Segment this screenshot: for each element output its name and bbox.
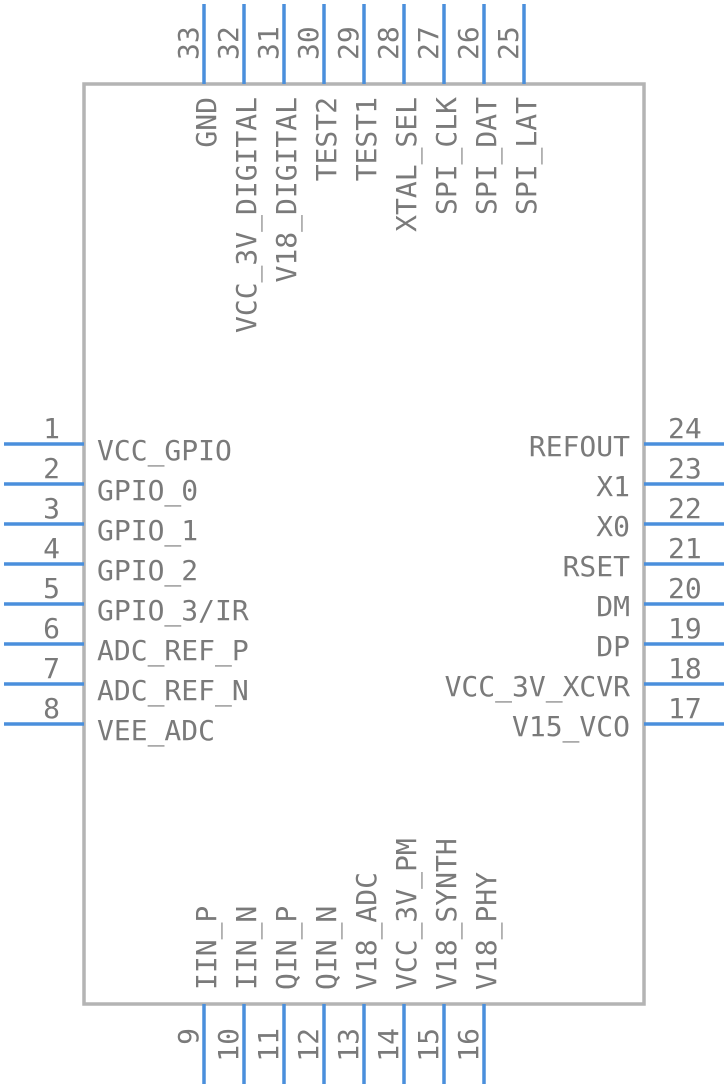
- pin-5-number: 5: [43, 572, 60, 605]
- pin-28-number: 28: [372, 26, 405, 60]
- pin-4-label: GPIO_2: [97, 554, 198, 588]
- pin-31-label: V18_DIGITAL: [270, 97, 304, 282]
- pin-3-number: 3: [43, 492, 60, 525]
- pin-8-number: 8: [43, 692, 60, 725]
- pin-25-number: 25: [492, 26, 525, 60]
- pin-16-label: V18_PHY: [470, 872, 504, 990]
- pin-31-number: 31: [252, 26, 285, 60]
- pin-18-number: 18: [668, 652, 702, 685]
- pin-27-number: 27: [412, 26, 445, 60]
- pin-17-number: 17: [668, 692, 702, 725]
- pin-23-label: X1: [596, 470, 630, 503]
- pin-4-number: 4: [43, 532, 60, 565]
- pin-20-label: DM: [596, 590, 630, 623]
- pin-20-number: 20: [668, 572, 702, 605]
- pin-19-number: 19: [668, 612, 702, 645]
- pin-6-label: ADC_REF_P: [97, 634, 249, 668]
- pin-29-number: 29: [332, 26, 365, 60]
- pin-29-label: TEST1: [350, 97, 383, 181]
- pin-15-label: V18_SYNTH: [430, 838, 464, 990]
- pin-14-label: VCC_3V_PM: [390, 838, 424, 990]
- pin-14-number: 14: [372, 1028, 405, 1062]
- pin-7-number: 7: [43, 652, 60, 685]
- pin-32-number: 32: [212, 26, 245, 60]
- pin-17-label: V15_VCO: [512, 710, 630, 744]
- pin-22-label: X0: [596, 510, 630, 543]
- pin-9-label: IIN_P: [190, 906, 224, 990]
- pin-18-label: VCC_3V_XCVR: [445, 670, 631, 704]
- pin-11-label: QIN_P: [270, 906, 304, 990]
- pin-21-number: 21: [668, 532, 702, 565]
- pin-33-number: 33: [172, 26, 205, 60]
- pin-33-label: GND: [190, 97, 223, 148]
- pin-16-number: 16: [452, 1028, 485, 1062]
- pin-6-number: 6: [43, 612, 60, 645]
- ic-body-outline: [82, 82, 646, 1006]
- pin-26-label: SPI_DAT: [470, 97, 504, 215]
- pin-26-number: 26: [452, 26, 485, 60]
- pin-5-label: GPIO_3/IR: [97, 594, 249, 628]
- pin-12-number: 12: [292, 1028, 325, 1062]
- pin-3-label: GPIO_1: [97, 514, 198, 548]
- pin-30-label: TEST2: [310, 97, 343, 181]
- pin-21-label: RSET: [563, 550, 631, 583]
- pin-30-number: 30: [292, 26, 325, 60]
- pin-19-label: DP: [596, 630, 630, 663]
- pin-11-number: 11: [252, 1028, 285, 1062]
- pin-24-number: 24: [668, 412, 702, 445]
- pin-25-label: SPI_LAT: [510, 97, 544, 215]
- pin-15-number: 15: [412, 1028, 445, 1062]
- pin-24-label: REFOUT: [529, 430, 630, 463]
- pin-27-label: SPI_CLK: [430, 97, 464, 215]
- pin-1-number: 1: [43, 412, 60, 445]
- pin-10-label: IIN_N: [230, 906, 264, 990]
- pin-23-number: 23: [668, 452, 702, 485]
- pin-13-label: V18_ADC: [350, 872, 384, 990]
- pin-10-number: 10: [212, 1028, 245, 1062]
- pin-9-number: 9: [172, 1028, 205, 1045]
- pin-28-label: XTAL_SEL: [390, 97, 424, 232]
- pin-7-label: ADC_REF_N: [97, 674, 249, 708]
- pin-32-label: VCC_3V_DIGITAL: [230, 97, 264, 333]
- pin-2-label: GPIO_0: [97, 474, 198, 508]
- pin-2-number: 2: [43, 452, 60, 485]
- pin-13-number: 13: [332, 1028, 365, 1062]
- pin-1-label: VCC_GPIO: [97, 434, 232, 468]
- pin-8-label: VEE_ADC: [97, 714, 215, 748]
- pin-22-number: 22: [668, 492, 702, 525]
- pin-12-label: QIN_N: [310, 906, 344, 990]
